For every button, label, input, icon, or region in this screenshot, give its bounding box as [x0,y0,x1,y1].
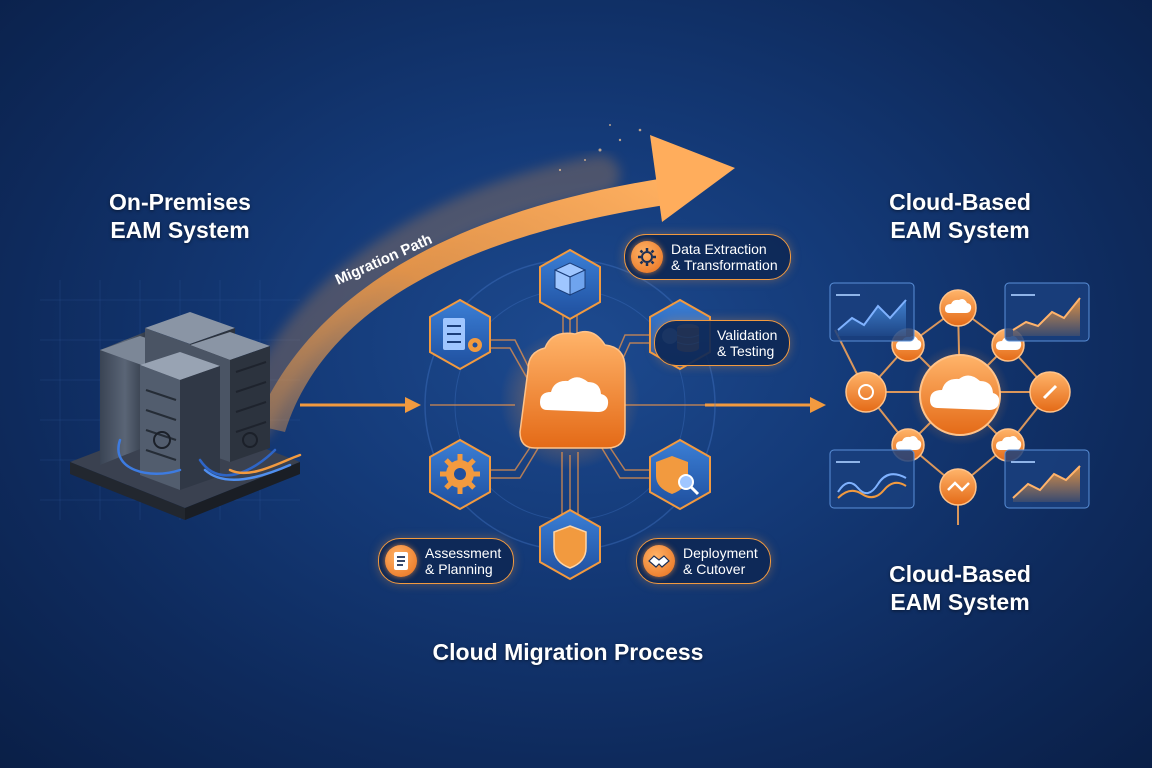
flow-arrow-right [705,397,826,413]
on-premises-title-line2: EAM System [110,217,250,244]
step-assessment-line1: Assessment [425,544,502,561]
checklist-icon [385,545,417,577]
cloud-based-title-top-line1: Cloud-Based [889,189,1031,215]
cloud-based-title-bottom-line1: Cloud-Based [889,561,1031,587]
process-title: Cloud Migration Process [432,639,704,665]
handshake-icon [643,545,675,577]
step-deployment: Deployment & Cutover [636,538,771,584]
cloud-based-title-bottom-line2: EAM System [890,589,1030,616]
cloud-based-title-top-line2: EAM System [890,217,1030,244]
step-validation-line2: & Testing [717,343,775,359]
hex-servers [539,248,601,321]
step-validation: Validation & Testing [654,320,791,366]
step-data-extraction: Data Extraction & Transformation [624,234,791,280]
flow-arrow-left [300,397,421,413]
on-premises-title: On-Premises EAM System [60,188,300,244]
dashboard-panel-top-right [1004,282,1090,342]
step-assessment: Assessment & Planning [378,538,515,584]
on-premises-title-line1: On-Premises [109,189,251,215]
cloud-based-title-top: Cloud-Based EAM System [840,188,1080,244]
migration-hub [424,259,716,551]
step-assessment-line2: & Planning [425,561,493,577]
step-deployment-line1: Deployment [683,544,758,561]
step-validation-line1: Validation [717,326,778,343]
hex-server-gear [429,298,491,371]
dashboard-panel-bottom-left [829,449,915,509]
hex-shield-search [649,438,711,511]
hex-gear [429,438,491,511]
migration-path-arrow [235,124,735,440]
server-rack-cluster [70,312,302,520]
cloud-based-title-bottom: Cloud-Based EAM System [840,560,1080,616]
dashboard-panel-top-left [829,282,915,342]
gear-icon [631,241,663,273]
dashboard-panel-bottom-right [1004,449,1090,509]
cloud-network [834,289,1071,525]
step-data-extraction-line2: & Transformation [671,257,778,273]
step-deployment-line2: & Cutover [683,561,746,577]
step-data-extraction-line1: Data Extraction [671,240,767,257]
hex-shield [539,508,601,581]
